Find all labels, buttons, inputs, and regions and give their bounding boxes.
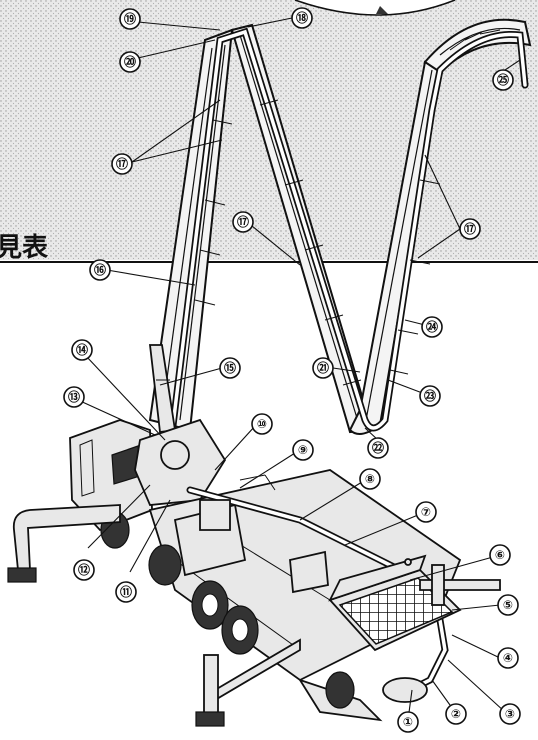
callout-number: ㉒ (372, 440, 384, 455)
callout-17-right: ⑰ (459, 218, 481, 240)
callout-number: ⑮ (224, 360, 236, 375)
callout-7: ⑦ (415, 501, 437, 523)
callout-number: ⑱ (296, 10, 308, 25)
callout-number: ⑧ (365, 472, 375, 486)
top-circle-mark (376, 6, 388, 14)
accessories (199, 474, 412, 566)
heading-fragment: 見表 (0, 233, 49, 263)
callout-25: ㉕ (492, 69, 514, 91)
rear-outrigger-right (419, 564, 501, 606)
callout-1: ① (397, 711, 419, 733)
top-partial-circle (294, 0, 456, 16)
pipe-clamps (194, 99, 441, 386)
callout-number: ㉕ (497, 72, 509, 87)
callout-number: ⑳ (124, 54, 136, 69)
callout-number: ⑰ (237, 214, 249, 229)
callout-24: ㉔ (421, 316, 443, 338)
callout-3: ③ (499, 703, 521, 725)
callout-number: ⑩ (257, 417, 267, 431)
callout-6: ⑥ (489, 544, 511, 566)
front-outrigger (7, 504, 121, 583)
turret (134, 418, 227, 506)
callout-17-middle: ⑰ (232, 211, 254, 233)
callout-20: ⑳ (119, 51, 141, 73)
callout-18: ⑱ (291, 7, 313, 29)
callout-15: ⑮ (219, 357, 241, 379)
callout-5: ⑤ (497, 594, 519, 616)
callout-number: ③ (505, 707, 515, 721)
callout-number: ⑥ (495, 548, 505, 562)
callout-8: ⑧ (359, 468, 381, 490)
wheels (100, 511, 355, 709)
callout-4: ④ (497, 647, 519, 669)
callout-16: ⑯ (89, 259, 111, 281)
callout-10: ⑩ (251, 413, 273, 435)
callout-22: ㉒ (367, 437, 389, 459)
rear-outrigger-left (195, 638, 301, 727)
callout-number: ㉓ (424, 388, 436, 403)
callout-number: ⑭ (76, 342, 88, 357)
callout-12: ⑫ (73, 559, 95, 581)
callout-number: ⑨ (298, 443, 308, 457)
callout-number: ⑰ (116, 156, 128, 171)
callout-number: ⑪ (120, 584, 132, 599)
callout-number: ⑫ (78, 562, 90, 577)
boom-pipeline-highlight (168, 29, 527, 452)
callout-number: ㉑ (317, 360, 329, 375)
callout-23: ㉓ (419, 385, 441, 407)
callout-number: ⑦ (421, 505, 431, 519)
callout-number: ⑰ (464, 221, 476, 236)
callout-9: ⑨ (292, 439, 314, 461)
callout-14: ⑭ (71, 339, 93, 361)
callout-number: ㉔ (426, 319, 438, 334)
callout-21: ㉑ (312, 357, 334, 379)
callout-number: ⑯ (94, 262, 106, 277)
callout-number: ④ (503, 651, 513, 665)
callout-number: ⑤ (503, 598, 513, 612)
callout-number: ② (451, 707, 461, 721)
callout-number: ① (403, 715, 413, 729)
callout-17-left: ⑰ (111, 153, 133, 175)
callout-19: ⑲ (119, 8, 141, 30)
callout-number: ⑬ (68, 389, 80, 404)
callout-number: ⑲ (124, 11, 136, 26)
callout-2: ② (445, 703, 467, 725)
callout-13: ⑬ (63, 386, 85, 408)
callout-11: ⑪ (115, 581, 137, 603)
